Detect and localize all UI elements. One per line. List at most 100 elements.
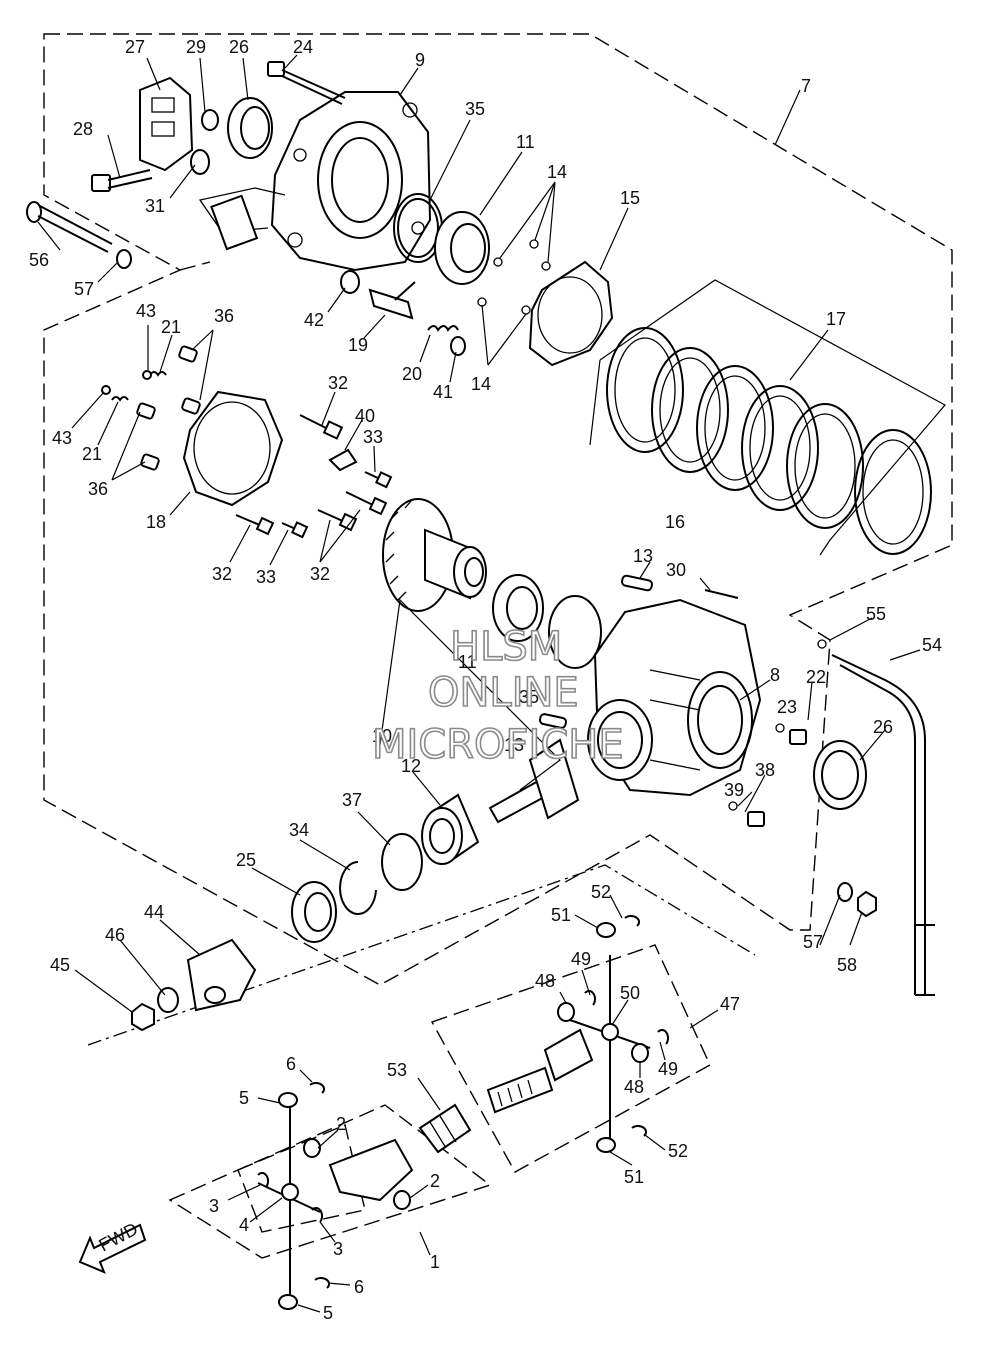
- callout-47: 47: [720, 994, 740, 1014]
- callout-57-top: 57: [74, 279, 94, 299]
- callout-34: 34: [289, 820, 309, 840]
- callout-23: 23: [777, 697, 797, 717]
- callout-26-top: 26: [229, 37, 249, 57]
- gasket-15: [528, 260, 614, 367]
- collars-36: [136, 345, 201, 471]
- callout-2-lower: 2: [430, 1171, 440, 1191]
- callout-30: 30: [666, 560, 686, 580]
- oil-seal-25: [291, 881, 337, 943]
- clutch-plates: [606, 327, 932, 555]
- ring-gear-10: [382, 498, 487, 612]
- bearing-caps-48-51: [557, 922, 649, 1153]
- callout-32-left: 32: [212, 564, 232, 584]
- shaft-19: [368, 281, 416, 320]
- callout-51-lower: 51: [624, 1167, 644, 1187]
- callout-16: 16: [665, 512, 685, 532]
- callout-10: 10: [372, 726, 392, 746]
- pin-13-lower: [538, 713, 568, 729]
- watermark-line-1: HLSM: [450, 624, 562, 670]
- bolts-32: [235, 414, 388, 536]
- o-ring-37: [381, 833, 423, 891]
- bearing-11-top: [434, 211, 490, 285]
- watermark: HLSM ONLINE MICROFICHE: [371, 623, 624, 769]
- nut-58: [857, 890, 877, 918]
- callout-52-top: 52: [591, 882, 611, 902]
- clutch-pack-bracket: [589, 279, 946, 556]
- gearcase-cover: [198, 91, 432, 272]
- pin-30: [704, 589, 739, 599]
- callout-21-lower: 21: [82, 444, 102, 464]
- callout-11-top: 11: [516, 132, 535, 152]
- callout-9: 9: [415, 50, 425, 70]
- callout-54: 54: [922, 635, 942, 655]
- washer-57-top: [116, 249, 132, 269]
- callout-49-top: 49: [571, 949, 591, 969]
- gasket-15-inner: [537, 276, 603, 354]
- circlip-34: [339, 861, 377, 915]
- shaft-yoke-47: [486, 1028, 594, 1114]
- bracket: [139, 76, 194, 172]
- clip-55: [817, 639, 827, 649]
- callout-33-lower: 33: [256, 567, 276, 587]
- callout-38: 38: [755, 760, 775, 780]
- assembly-7-inner-divider: [179, 261, 211, 271]
- circlips-49-52: [584, 914, 670, 1137]
- callout-57-lower: 57: [803, 932, 823, 952]
- callout-56: 56: [29, 250, 49, 270]
- bearing-11-lower: [492, 574, 544, 642]
- callout-27: 27: [125, 37, 145, 57]
- yoke-joint-1: [328, 1138, 414, 1202]
- callout-53: 53: [387, 1060, 407, 1080]
- callout-43-lower: 43: [52, 428, 72, 448]
- bolt-28: [91, 169, 153, 192]
- bolts-33: [281, 471, 393, 539]
- callout-51-top: 51: [551, 905, 571, 925]
- ring-42: [340, 270, 360, 294]
- callout-31: 31: [145, 196, 165, 216]
- callout-36-top: 36: [214, 306, 234, 326]
- oil-seal-26-lower-inner: [821, 750, 859, 800]
- cross-spider-47: [569, 955, 651, 1150]
- callout-35-top: 35: [465, 99, 485, 119]
- callout-12: 12: [401, 756, 421, 776]
- callout-labels: 27 29 26 24 9 7 35 28 11 14 15 31 56 57 …: [29, 37, 942, 1323]
- watermark-line-3: MICROFICHE: [372, 722, 624, 768]
- watermark-line-2: ONLINE: [428, 670, 579, 716]
- callout-13-upper: 13: [633, 546, 653, 566]
- callout-20: 20: [402, 364, 422, 384]
- callout-17: 17: [826, 309, 846, 329]
- long-bolt-56: [26, 201, 113, 253]
- nut-45: [131, 1002, 155, 1032]
- callout-19: 19: [348, 335, 368, 355]
- pinion-gear: [488, 738, 580, 824]
- callout-6-lower: 6: [354, 1277, 364, 1297]
- callout-29: 29: [186, 37, 206, 57]
- callout-14-lower: 14: [471, 374, 491, 394]
- callout-39: 39: [724, 780, 744, 800]
- callout-24: 24: [293, 37, 313, 57]
- callout-14-top: 14: [547, 162, 567, 182]
- plug-41: [450, 336, 466, 356]
- callout-25: 25: [236, 850, 256, 870]
- callout-49-lower: 49: [658, 1059, 678, 1079]
- gear-housing-8: [587, 598, 762, 797]
- callout-26-lower: 26: [873, 717, 893, 737]
- oil-seal-top: [227, 97, 273, 159]
- callout-44: 44: [144, 902, 164, 922]
- springs-21: [111, 371, 167, 402]
- callout-48-lower: 48: [624, 1077, 644, 1097]
- callout-42: 42: [304, 310, 324, 330]
- callout-40: 40: [355, 406, 375, 426]
- bearing-group-outline: [87, 864, 756, 1046]
- callout-58: 58: [837, 955, 857, 975]
- washer-31: [190, 149, 210, 175]
- callout-35-lower: 35: [519, 687, 539, 707]
- callout-11-lower: 11: [458, 652, 477, 672]
- yoke-assembly-47-outline: [430, 944, 711, 1173]
- breather-tube-54: [831, 654, 935, 996]
- fwd-arrow-icon: [78, 1223, 147, 1274]
- washer-29: [201, 109, 219, 131]
- callout-37: 37: [342, 790, 362, 810]
- o-ring-35-lower: [548, 595, 602, 669]
- callout-7: 7: [801, 76, 811, 96]
